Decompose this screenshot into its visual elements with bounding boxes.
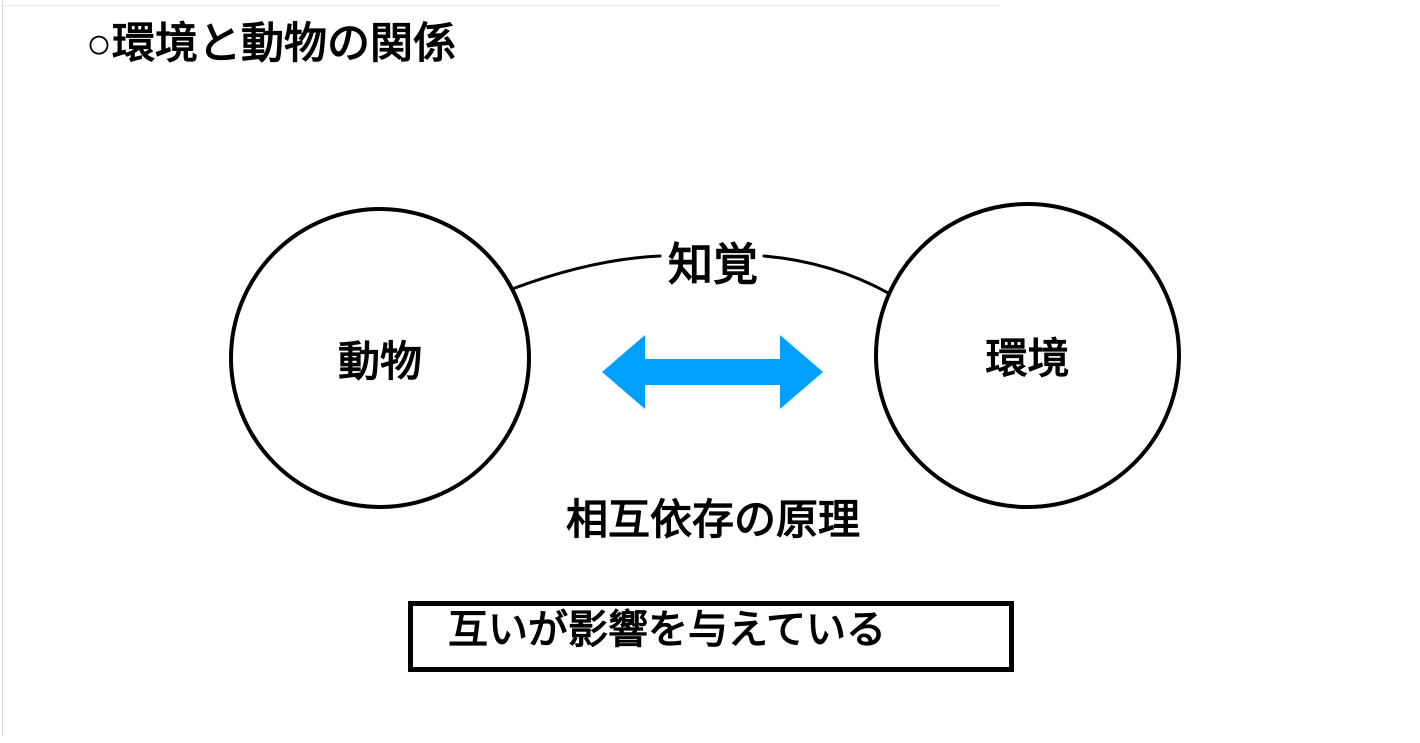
- animal-circle-label: 動物: [337, 337, 422, 385]
- perception-label: 知覚: [667, 239, 758, 290]
- interaction-arrow-icon: [602, 335, 823, 409]
- conclusion-text: 互いが影響を与えている: [448, 608, 886, 652]
- canvas-left-edge: [2, 0, 3, 736]
- principle-caption: 相互依存の原理: [565, 496, 860, 543]
- environment-circle-label: 環境: [985, 335, 1070, 382]
- conclusion-box: 互いが影響を与えている: [408, 601, 1014, 672]
- page-title: ○環境と動物の関係: [86, 20, 456, 68]
- animal-circle: 動物: [229, 207, 531, 509]
- environment-circle: 環境: [874, 202, 1181, 509]
- canvas-top-edge: [0, 5, 1000, 6]
